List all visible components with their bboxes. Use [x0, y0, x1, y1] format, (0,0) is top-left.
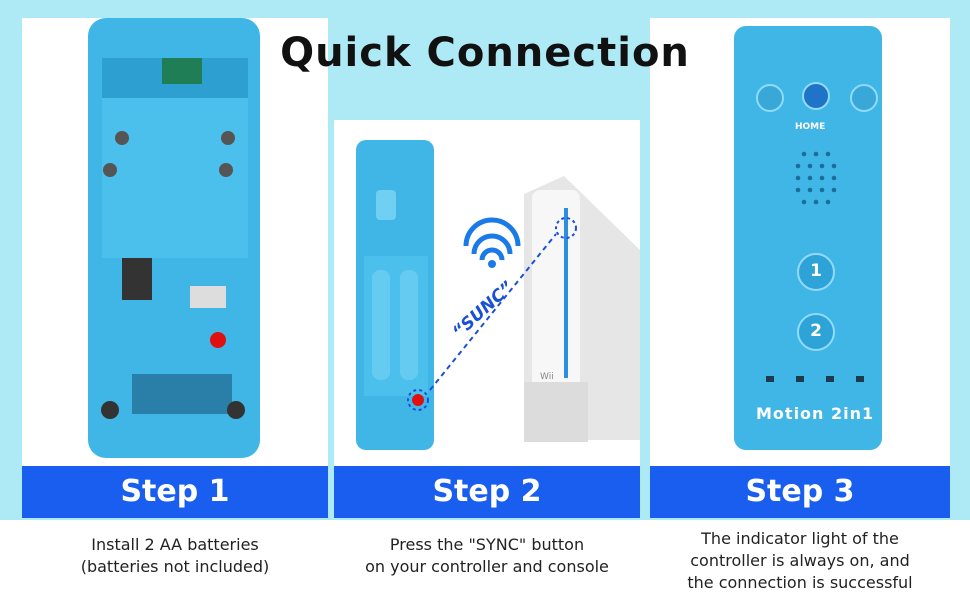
step3-banner: Step 3	[650, 466, 950, 518]
battery-compartment-illustration	[88, 18, 260, 458]
step1-banner: Step 1	[22, 466, 328, 518]
step2-caption: Press the "SYNC" button on your controll…	[334, 534, 640, 578]
step3-caption: The indicator light of the controller is…	[650, 528, 950, 594]
caption-line: Install 2 AA batteries	[91, 535, 259, 554]
sync-illustration	[356, 140, 640, 450]
brand-label: Motion 2in1	[756, 404, 875, 423]
step1-caption: Install 2 AA batteries (batteries not in…	[22, 534, 328, 578]
remote-button-1: 1	[810, 261, 822, 281]
step3-photo-panel	[650, 18, 950, 466]
caption-line: on your controller and console	[365, 557, 609, 576]
step2-photo-panel: Wii	[334, 120, 640, 466]
caption-line: the connection is successful	[687, 573, 913, 592]
home-label: HOME	[795, 122, 826, 132]
caption-line: The indicator light of the	[701, 529, 899, 548]
remote-button-2: 2	[810, 321, 822, 341]
caption-line: Press the "SYNC" button	[389, 535, 585, 554]
caption-line: controller is always on, and	[690, 551, 910, 570]
page-title: Quick Connection	[280, 30, 690, 76]
caption-line: (batteries not included)	[80, 557, 270, 576]
remote-front-illustration	[734, 26, 882, 450]
step1-photo-panel	[22, 18, 328, 466]
step2-banner: Step 2	[334, 466, 640, 518]
console-label: Wii	[540, 372, 554, 382]
